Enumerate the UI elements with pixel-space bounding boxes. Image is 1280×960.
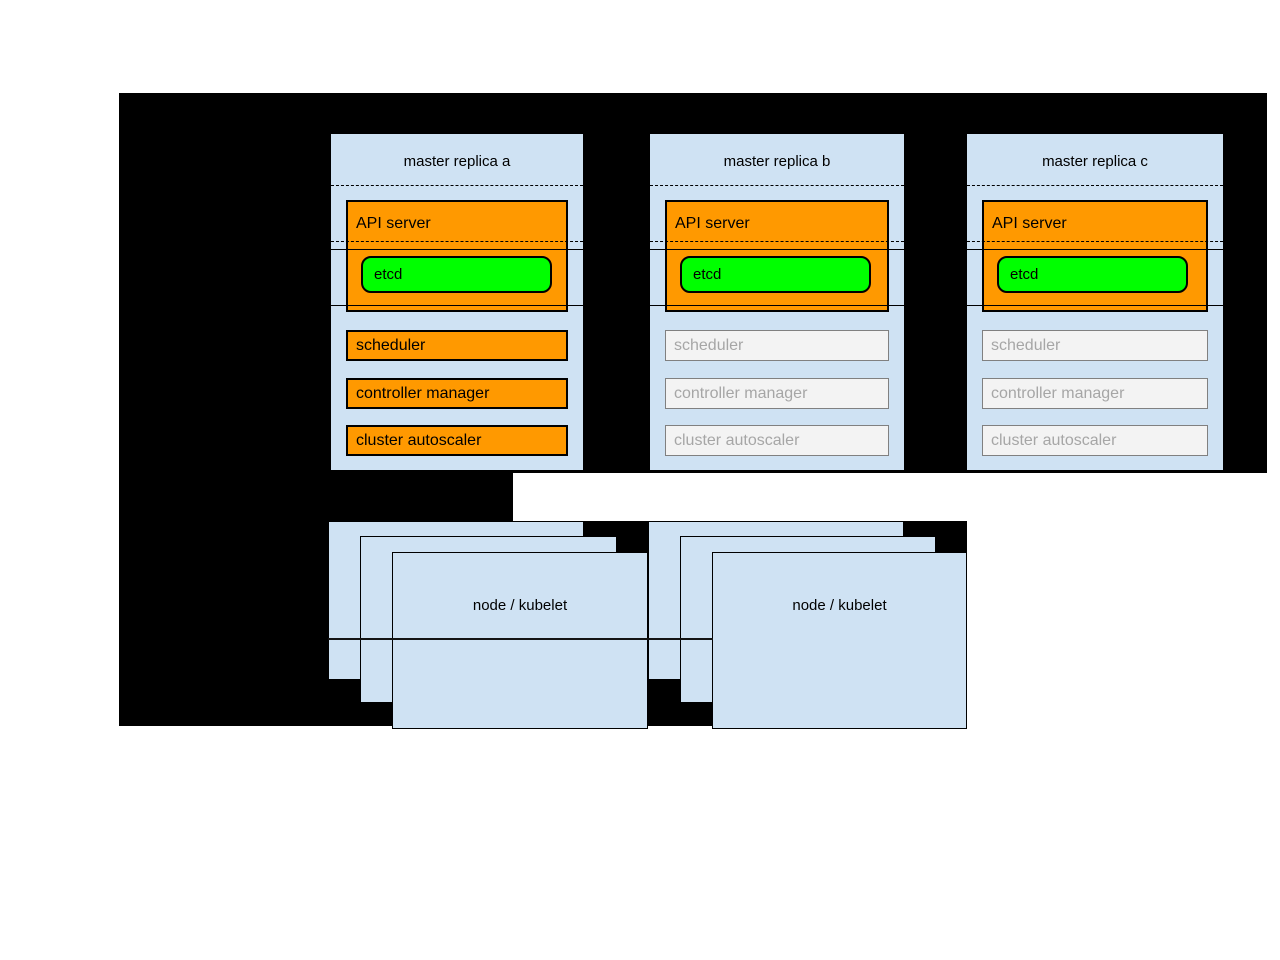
separator-dashed-line <box>967 241 1223 242</box>
master-replica-c-panel: master replica c API server etcd schedul… <box>966 133 1224 471</box>
zone-boundary-line <box>328 638 713 640</box>
master-replica-title: master replica a <box>403 153 511 170</box>
separator-dashed-line <box>331 241 583 242</box>
etcd-box: etcd <box>680 256 871 293</box>
api-server-label: API server <box>356 215 431 232</box>
node-kubelet-box: node / kubelet <box>392 552 648 729</box>
scheduler-label: scheduler <box>674 336 744 354</box>
separator-solid-line <box>331 305 583 306</box>
separator-dashed-line <box>650 185 904 186</box>
cluster-autoscaler-box: cluster autoscaler <box>982 425 1208 456</box>
separator-dashed-line <box>967 185 1223 186</box>
cluster-autoscaler-box: cluster autoscaler <box>665 425 889 456</box>
master-replica-b-panel: master replica b API server etcd schedul… <box>649 133 905 471</box>
master-replica-title: master replica c <box>1042 153 1148 170</box>
etcd-box: etcd <box>997 256 1188 293</box>
scheduler-box: scheduler <box>665 330 889 361</box>
canvas-background-step <box>119 473 513 521</box>
scheduler-box: scheduler <box>346 330 568 361</box>
api-server-label: API server <box>675 215 750 232</box>
master-replica-a-panel: master replica a API server etcd schedul… <box>330 133 584 471</box>
separator-dashed-line <box>650 241 904 242</box>
separator-dashed-line <box>331 185 583 186</box>
controller-manager-box: controller manager <box>982 378 1208 409</box>
cluster-autoscaler-label: cluster autoscaler <box>674 431 800 449</box>
controller-manager-box: controller manager <box>665 378 889 409</box>
cluster-autoscaler-label: cluster autoscaler <box>991 431 1117 449</box>
controller-manager-label: controller manager <box>674 384 808 402</box>
separator-solid-line <box>967 305 1223 306</box>
separator-solid-line <box>967 249 1223 250</box>
scheduler-label: scheduler <box>991 336 1061 354</box>
etcd-label: etcd <box>374 266 403 283</box>
cluster-autoscaler-label: cluster autoscaler <box>356 431 482 449</box>
api-server-label: API server <box>992 215 1067 232</box>
node-kubelet-label: node / kubelet <box>792 597 887 614</box>
scheduler-box: scheduler <box>982 330 1208 361</box>
node-kubelet-label: node / kubelet <box>472 597 568 614</box>
node-kubelet-box: node / kubelet <box>712 552 967 729</box>
etcd-label: etcd <box>693 266 722 283</box>
etcd-box: etcd <box>361 256 552 293</box>
separator-solid-line <box>650 249 904 250</box>
cluster-autoscaler-box: cluster autoscaler <box>346 425 568 456</box>
separator-solid-line <box>331 249 583 250</box>
separator-solid-line <box>650 305 904 306</box>
controller-manager-box: controller manager <box>346 378 568 409</box>
etcd-label: etcd <box>1010 266 1039 283</box>
controller-manager-label: controller manager <box>991 384 1125 402</box>
scheduler-label: scheduler <box>356 336 426 354</box>
controller-manager-label: controller manager <box>356 384 490 402</box>
master-replica-title: master replica b <box>723 153 831 170</box>
